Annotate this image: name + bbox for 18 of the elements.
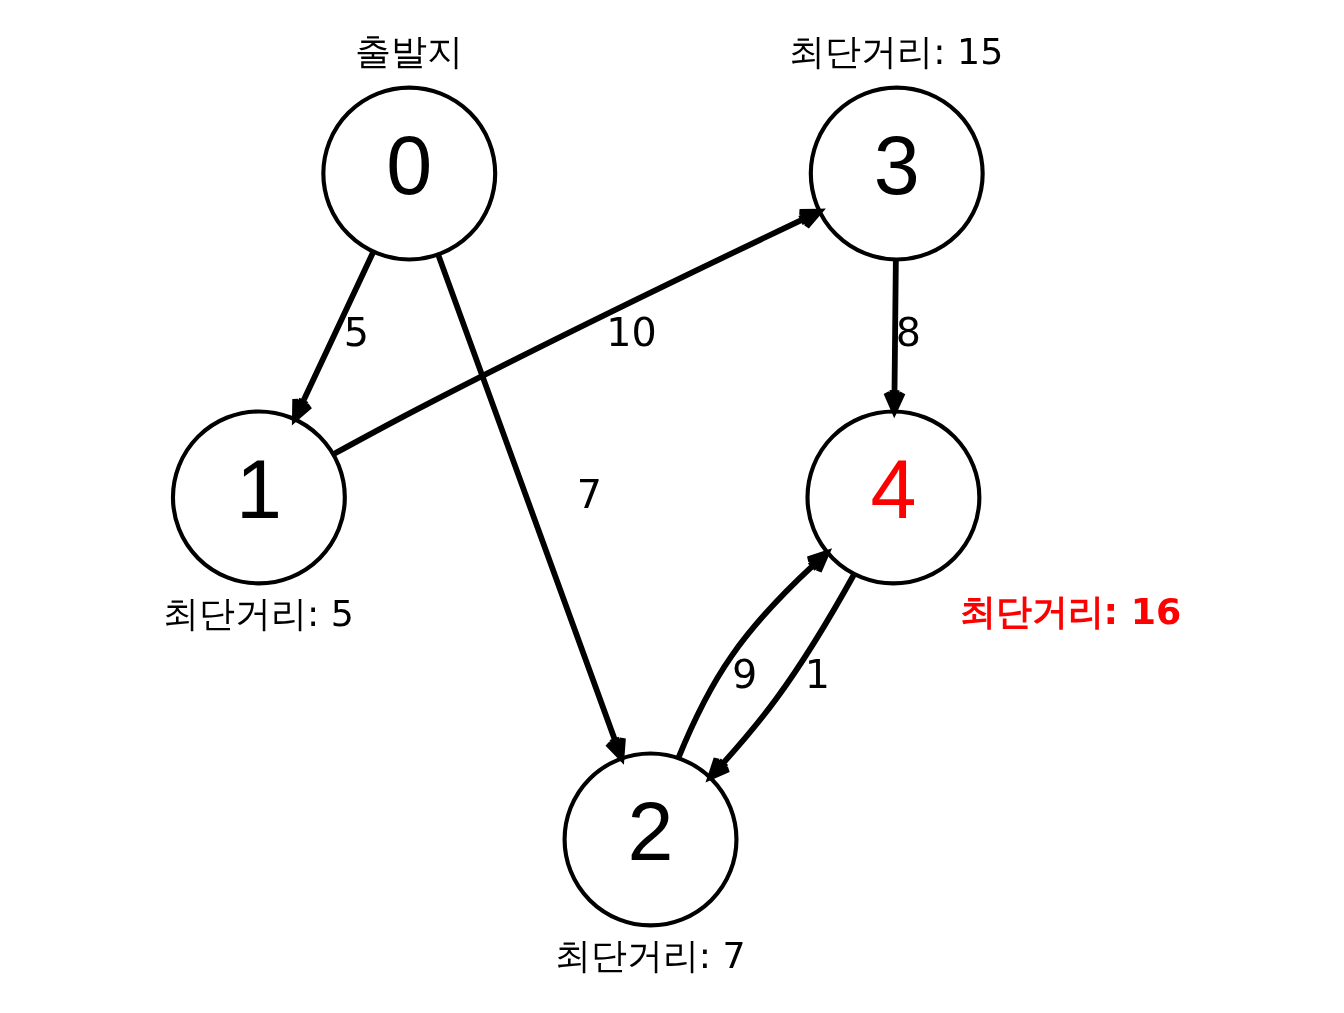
edge-label: 8 — [895, 308, 921, 355]
edge-label: 7 — [576, 470, 602, 517]
node-circle: 2 — [562, 751, 739, 928]
arrow — [675, 550, 830, 759]
edge-label: 1 — [804, 650, 831, 697]
node-label: 출발지 — [354, 29, 463, 73]
node-label: 최단거리: 16 — [959, 589, 1182, 633]
arrow — [331, 208, 823, 457]
node-label: 최단거리: 7 — [554, 933, 746, 977]
node-label: 최단거리: 15 — [789, 29, 1004, 73]
edge-label: 5 — [343, 308, 369, 355]
arrow — [707, 572, 857, 781]
edge-label: 9 — [732, 650, 758, 697]
node-circle: 1 — [170, 409, 347, 586]
edge-label: 10 — [606, 308, 657, 355]
node-circle: 0 — [321, 85, 498, 262]
node-circle: 3 — [808, 85, 985, 262]
node-label: 최단거리: 5 — [163, 591, 354, 635]
